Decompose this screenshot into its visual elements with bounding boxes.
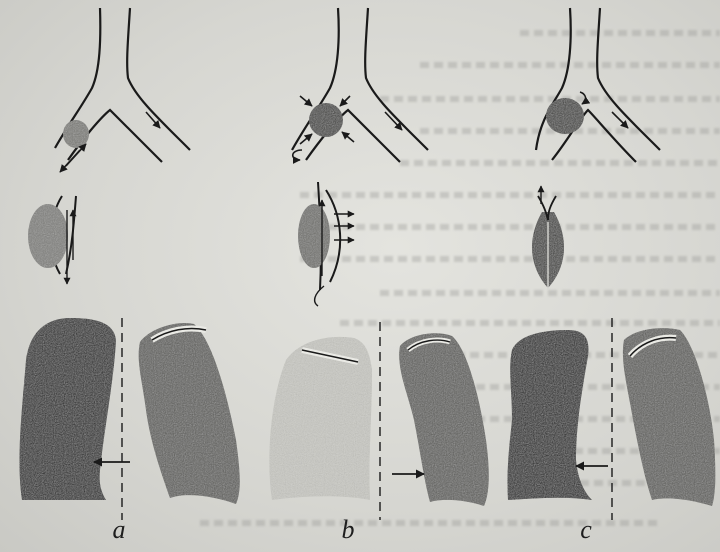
lung-silhouette-b (269, 322, 488, 520)
obstructing-mass-c (546, 98, 584, 134)
bronchus-diagram-b (292, 8, 428, 162)
panel-a (19, 8, 239, 520)
normal-lung-a (139, 323, 240, 504)
lung-silhouette-a (19, 318, 239, 520)
collapsed-lung-c (507, 330, 592, 500)
panel-c (507, 8, 715, 520)
ball-valve-b (309, 103, 343, 137)
bronchus-diagram-c (536, 8, 660, 162)
lesion-in-airway-a (28, 196, 76, 284)
lesion-in-airway-c (532, 186, 564, 290)
normal-lung-b (399, 333, 489, 506)
panel-label-a: a (104, 515, 134, 545)
panel-label-c: c (571, 515, 601, 545)
normal-lung-c (623, 328, 715, 506)
panel-b (269, 8, 488, 520)
lung-silhouette-c (507, 318, 715, 520)
airflow-arrow-a3 (146, 112, 160, 128)
collapsed-lung-a (19, 318, 116, 500)
panel-label-b: b (333, 515, 363, 545)
foreign-body-a (63, 120, 89, 148)
lesion-in-airway-b (298, 182, 354, 306)
